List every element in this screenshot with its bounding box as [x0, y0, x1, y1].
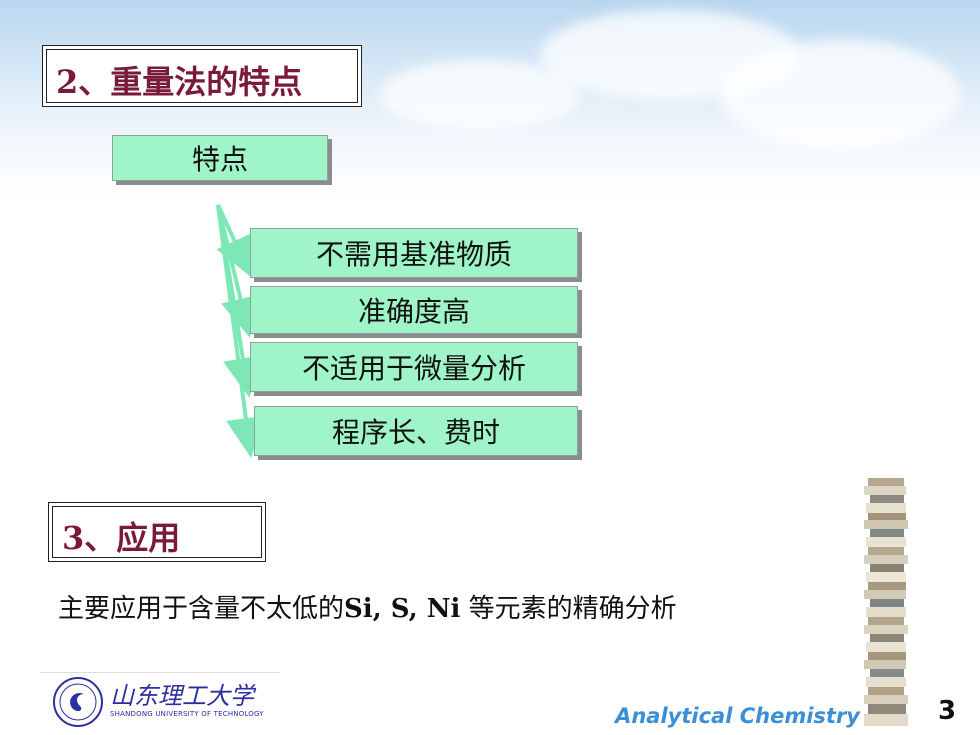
- course-title: Analytical Chemistry: [615, 704, 860, 728]
- section3-heading-box: [48, 502, 266, 562]
- cloud-decoration: [720, 40, 960, 150]
- application-elements: Si, S, Ni: [344, 594, 461, 624]
- application-text-part: 主要应用于含量不太低的: [58, 594, 345, 624]
- university-english-name: SHANDONG UNIVERSITY OF TECHNOLOGY: [110, 710, 264, 718]
- feature-item-box: 准确度高: [250, 286, 578, 334]
- section2-heading: 2、重量法的特点: [56, 63, 303, 101]
- feature-item-box: 程序长、费时: [254, 406, 578, 456]
- root-feature-box: 特点: [112, 135, 328, 181]
- application-text-part: 等元素的精确分析: [460, 594, 677, 624]
- page-number: 3: [938, 696, 957, 726]
- arrow-line: [216, 204, 260, 338]
- arrow-line: [216, 204, 266, 458]
- application-text: 主要应用于含量不太低的Si, S, Ni 等元素的精确分析: [58, 588, 677, 625]
- arrow-line: [216, 204, 253, 278]
- section3-heading: 3、应用: [62, 519, 181, 557]
- feature-item-box: 不适用于微量分析: [250, 342, 578, 392]
- university-logo-icon: [53, 677, 103, 727]
- feature-item-box: 不需用基准物质: [250, 228, 578, 278]
- cloud-decoration: [380, 60, 580, 130]
- book-stack-icon: [864, 478, 908, 726]
- university-name: 山东理工大学: [110, 682, 254, 710]
- footer-divider: [40, 672, 280, 673]
- section2-heading-box: [42, 45, 362, 107]
- arrow-line: [216, 204, 263, 398]
